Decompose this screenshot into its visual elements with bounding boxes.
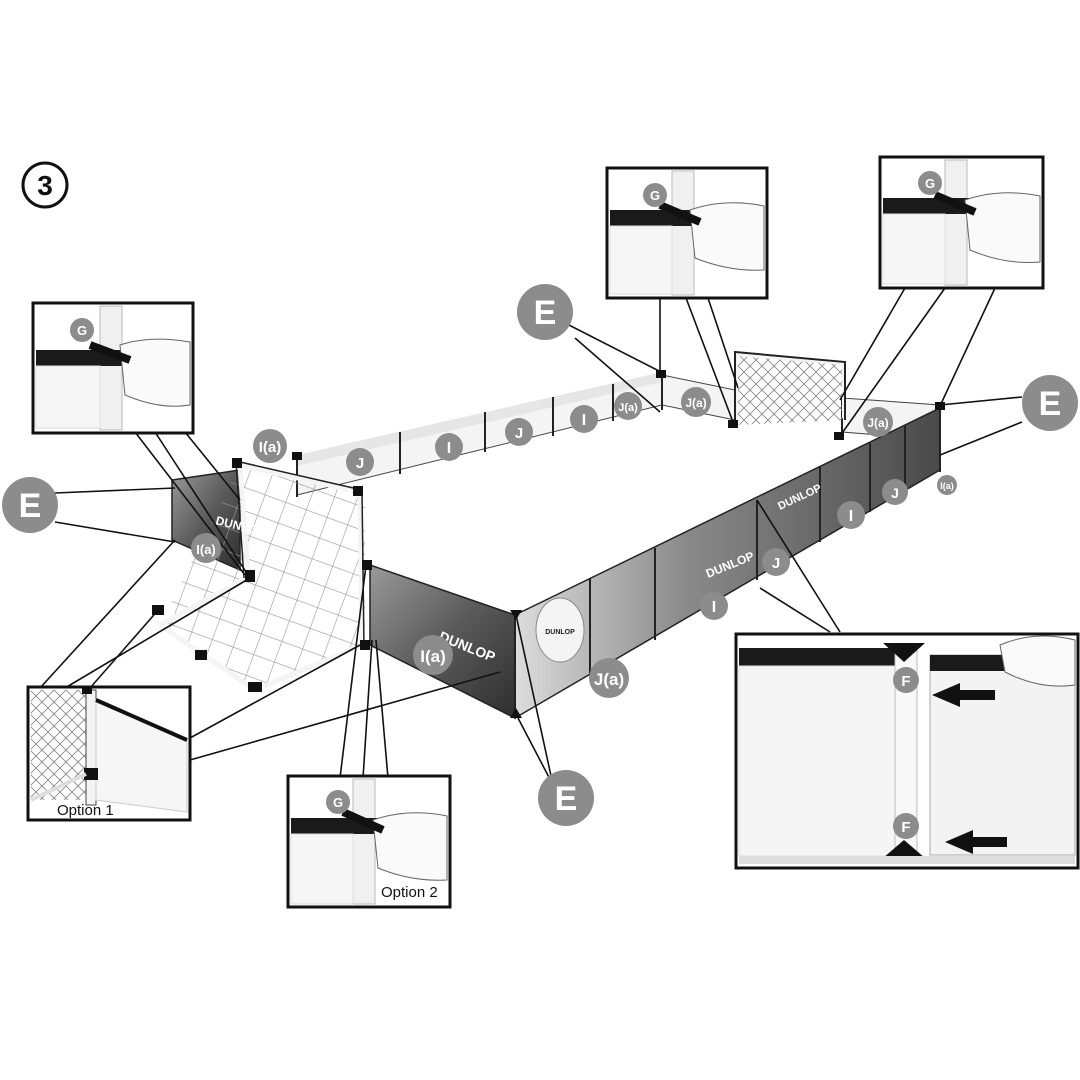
label-ja-back-3: J(a) [863, 407, 893, 437]
step-number-badge: 3 [21, 161, 69, 209]
arrow-icon [945, 830, 1007, 854]
svg-text:J: J [356, 455, 364, 472]
leader-lines [39, 287, 1023, 786]
inset-panel-connection: F F [734, 632, 1080, 870]
ball-graphic: DUNLOP [535, 597, 585, 663]
label-ja-back-2: J(a) [681, 387, 711, 417]
ball-brand: DUNLOP [545, 629, 575, 636]
svg-text:J: J [891, 485, 899, 501]
label-g-inset-4: G [333, 795, 343, 810]
step-number: 3 [37, 170, 53, 201]
label-j-back-1: J [346, 448, 374, 476]
inset-strap-top-left: G [31, 301, 195, 435]
part-labels: E E E E I(a) I(a) I(a) I(a) [2, 284, 1078, 826]
svg-text:J(a): J(a) [594, 670, 624, 689]
label-i-right-1: I [837, 501, 865, 529]
svg-text:J(a): J(a) [685, 396, 706, 410]
label-ja-front: J(a) [589, 658, 629, 698]
label-g-inset-3: G [925, 176, 935, 191]
caption-option-1: Option 1 [57, 802, 114, 819]
svg-text:E: E [534, 294, 557, 332]
caption-option-2: Option 2 [381, 884, 438, 901]
svg-text:J(a): J(a) [618, 402, 638, 414]
label-e-right: E [1022, 375, 1078, 431]
label-ja-back-1: J(a) [614, 392, 642, 420]
label-i-back-2: I [570, 405, 598, 433]
label-f-bottom: F [901, 819, 910, 836]
inset-option-2: G Option 2 [286, 774, 452, 909]
label-ia-right-end: I(a) [937, 475, 957, 495]
label-ia-left-end: I(a) [191, 533, 221, 563]
svg-text:E: E [555, 780, 578, 818]
svg-text:E: E [19, 487, 42, 525]
label-i-right-2: I [700, 592, 728, 620]
label-i-back-1: I [435, 433, 463, 461]
svg-text:I: I [712, 599, 716, 616]
label-f-top: F [901, 673, 910, 690]
svg-text:I: I [582, 412, 586, 429]
right-goal [734, 350, 846, 425]
label-ia-back-left: I(a) [253, 429, 287, 463]
svg-text:I: I [849, 508, 853, 525]
label-e-bottom: E [538, 770, 594, 826]
label-e-top: E [517, 284, 573, 340]
svg-text:I(a): I(a) [420, 647, 446, 666]
label-j-right-1: J [882, 479, 908, 505]
label-g-inset-2: G [650, 188, 660, 203]
inset-strap-top-right: G [878, 155, 1045, 290]
arrow-icon [932, 683, 995, 707]
inset-strap-top-middle: G [605, 166, 769, 300]
svg-text:E: E [1039, 385, 1062, 423]
label-j-right-2: J [762, 548, 790, 576]
label-j-back-2: J [505, 418, 533, 446]
label-ia-front: I(a) [413, 635, 453, 675]
left-goal [158, 462, 365, 693]
svg-text:I(a): I(a) [259, 439, 282, 456]
svg-text:I: I [447, 440, 451, 457]
svg-text:J(a): J(a) [867, 416, 888, 430]
svg-text:I(a): I(a) [940, 481, 954, 491]
inset-option-1: Option 1 [26, 685, 192, 822]
svg-text:J: J [515, 425, 523, 442]
svg-text:J: J [772, 555, 780, 572]
svg-text:I(a): I(a) [196, 542, 216, 557]
label-g-inset-1: G [77, 323, 87, 338]
label-e-left: E [2, 477, 58, 533]
